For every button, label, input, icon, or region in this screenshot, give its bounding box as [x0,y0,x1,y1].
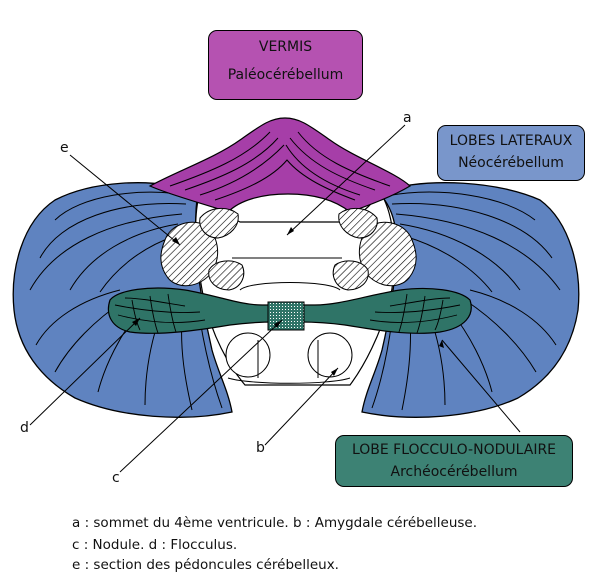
lobes-lateraux-subtitle: Néocérébellum [438,152,584,174]
vermis-box: VERMIS Paléocérébellum [208,30,363,100]
legend-line-1: a : sommet du 4ème ventricule. b : Amygd… [72,515,477,531]
legend-line-2: c : Nodule. d : Flocculus. [72,537,237,553]
label-a: a [403,110,412,126]
lobes-lateraux-title: LOBES LATERAUX [438,130,584,152]
label-e: e [60,140,69,156]
nodule [268,302,304,330]
vermis-region [150,118,410,212]
lobe-flocculo-box: LOBE FLOCCULO-NODULAIRE Archéocérébellum [335,435,573,487]
label-d: d [20,420,29,436]
lobe-flocculo-subtitle: Archéocérébellum [336,461,572,483]
lobes-lateraux-box: LOBES LATERAUX Néocérébellum [437,125,585,181]
legend-line-3: e : section des pédoncules cérébelleux. [72,557,339,573]
vermis-title: VERMIS [209,36,362,58]
lobe-flocculo-title: LOBE FLOCCULO-NODULAIRE [336,439,572,461]
label-b: b [256,440,265,456]
label-c: c [112,470,120,486]
vermis-subtitle: Paléocérébellum [209,64,362,86]
